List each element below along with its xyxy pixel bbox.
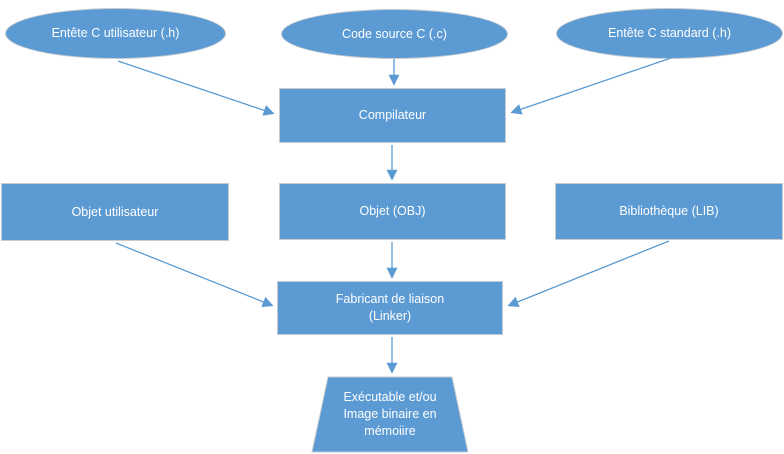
node-linker-label: Fabricant de liaison (Linker) <box>335 292 445 323</box>
node-compiler: Compilateur <box>279 88 506 143</box>
arrow-library-to-linker <box>507 240 670 308</box>
node-source-code-label: Code source C (.c) <box>342 26 447 41</box>
arrow-std-header-to-compiler <box>510 57 672 115</box>
node-user-object-label: Objet utilisateur <box>71 204 159 219</box>
node-object-label: Objet (OBJ) <box>359 204 426 219</box>
node-user-object: Objet utilisateur <box>1 183 229 241</box>
node-compiler-label: Compilateur <box>358 108 427 123</box>
node-library: Bibliothèque (LIB) <box>555 183 783 240</box>
arrow-user-object-to-linker <box>115 242 274 308</box>
node-source-code: Code source C (.c) <box>281 9 508 59</box>
node-std-header-label: Entête C standard (.h) <box>608 26 731 41</box>
node-user-header: Entête C utilisateur (.h) <box>5 8 226 59</box>
node-std-header: Entête C standard (.h) <box>556 8 783 59</box>
node-user-header-label: Entête C utilisateur (.h) <box>51 26 180 41</box>
node-linker: Fabricant de liaison (Linker) <box>277 281 503 335</box>
node-executable-label: Exécutable et/ou Image binaire en mémoii… <box>343 390 437 438</box>
node-library-label: Bibliothèque (LIB) <box>619 204 719 219</box>
arrow-user-header-to-compiler <box>117 60 275 116</box>
node-executable-shape <box>311 376 469 453</box>
node-executable: Exécutable et/ou Image binaire en mémoii… <box>311 376 469 453</box>
node-object: Objet (OBJ) <box>279 183 506 240</box>
